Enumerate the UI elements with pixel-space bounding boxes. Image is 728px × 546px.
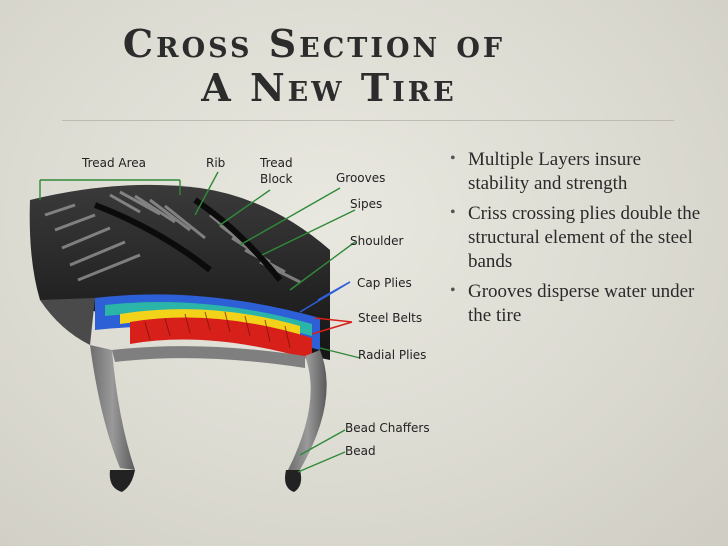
label-tread-area: Tread Area bbox=[81, 156, 146, 170]
label-tread-block-line1: Tread bbox=[259, 156, 293, 170]
bullet-item-layers: Multiple Layers insure stability and str… bbox=[446, 147, 706, 196]
label-cap-plies: Cap Plies bbox=[357, 276, 412, 290]
leader-lines bbox=[39, 171, 361, 473]
label-rib: Rib bbox=[206, 156, 225, 170]
label-tread-block-line2: Block bbox=[260, 172, 293, 186]
label-bead: Bead bbox=[345, 444, 376, 458]
label-bead-chaffers: Bead Chaffers bbox=[345, 421, 430, 435]
tire-layers bbox=[95, 294, 320, 360]
label-grooves: Grooves bbox=[336, 171, 385, 185]
label-radial-plies: Radial Plies bbox=[358, 348, 426, 362]
title-line-2: A New Tire bbox=[201, 65, 457, 110]
label-shoulder: Shoulder bbox=[350, 234, 404, 248]
title-line-1: Cross Section of bbox=[122, 21, 506, 66]
label-sipes: Sipes bbox=[350, 197, 382, 211]
bullet-item-grooves: Grooves disperse water under the tire bbox=[446, 279, 706, 328]
steel-belts-arrows bbox=[311, 317, 353, 335]
title-divider bbox=[62, 120, 674, 121]
label-steel-belts: Steel Belts bbox=[358, 311, 422, 325]
bullet-item-plies: Criss crossing plies double the structur… bbox=[446, 201, 706, 274]
slide-title: Cross Section of A New Tire bbox=[0, 22, 728, 110]
tire-sidewalls bbox=[40, 298, 327, 492]
bullet-list: Multiple Layers insure stability and str… bbox=[446, 147, 706, 334]
cap-plies-arrows bbox=[299, 281, 351, 313]
tire-cross-section-diagram: Tread Area Rib Tread Block Grooves Sipes… bbox=[29, 156, 430, 492]
